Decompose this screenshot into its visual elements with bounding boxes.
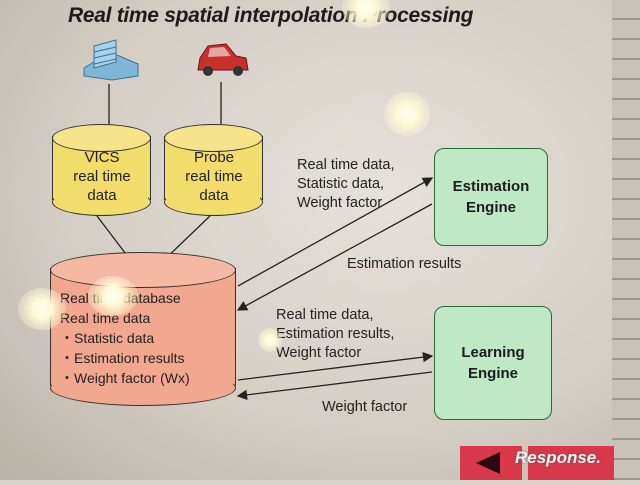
- flow-label-line: Real time data,: [276, 307, 374, 323]
- learning-engine: Learning Engine: [434, 306, 552, 420]
- prev-slide-button[interactable]: [460, 446, 522, 480]
- flow-label-line: Estimation results,: [276, 326, 395, 342]
- learning-engine-label: Engine: [467, 365, 518, 382]
- vics-label-line: VICS: [84, 149, 120, 166]
- left-arrow-icon: [476, 452, 500, 474]
- probe-label-line: real time: [185, 168, 243, 185]
- to-learning-note: Real time data, Estimation results, Weig…: [276, 306, 394, 363]
- to-estimation-note: Real time data, Statistic data, Weight f…: [297, 156, 395, 213]
- flow-label-line: Real time data,: [297, 157, 395, 173]
- probe-label-line: Probe: [193, 149, 235, 166]
- next-slide-button[interactable]: [528, 446, 614, 480]
- database-item: ・Weight factor (Wx): [60, 370, 190, 386]
- database-item: Real time data: [60, 310, 151, 326]
- flow-label-line: Weight factor: [297, 195, 383, 211]
- estimation-engine-label: Estimation: [452, 178, 530, 195]
- vics-label-line: real time: [73, 168, 131, 185]
- database-item: Real time database: [60, 290, 181, 306]
- response-watermark: Response.: [515, 448, 601, 467]
- flow-label-line: Statistic data,: [297, 176, 385, 192]
- vics-label-line: data: [87, 187, 117, 204]
- probe-label-line: data: [199, 187, 229, 204]
- database-item: ・Estimation results: [60, 350, 185, 366]
- estimation-engine-label: Engine: [465, 199, 516, 216]
- estimation-engine: Estimation Engine: [434, 148, 548, 246]
- learning-engine-label: Learning: [461, 344, 525, 361]
- flow-label-line: Weight factor: [276, 345, 362, 361]
- car-icon: [197, 43, 249, 76]
- from-learning-note: Weight factor: [322, 399, 408, 415]
- building-icon: [83, 39, 139, 81]
- database-item: ・Statistic data: [60, 330, 155, 346]
- from-estimation-note: Estimation results: [347, 256, 462, 272]
- frame-edge: [612, 0, 640, 480]
